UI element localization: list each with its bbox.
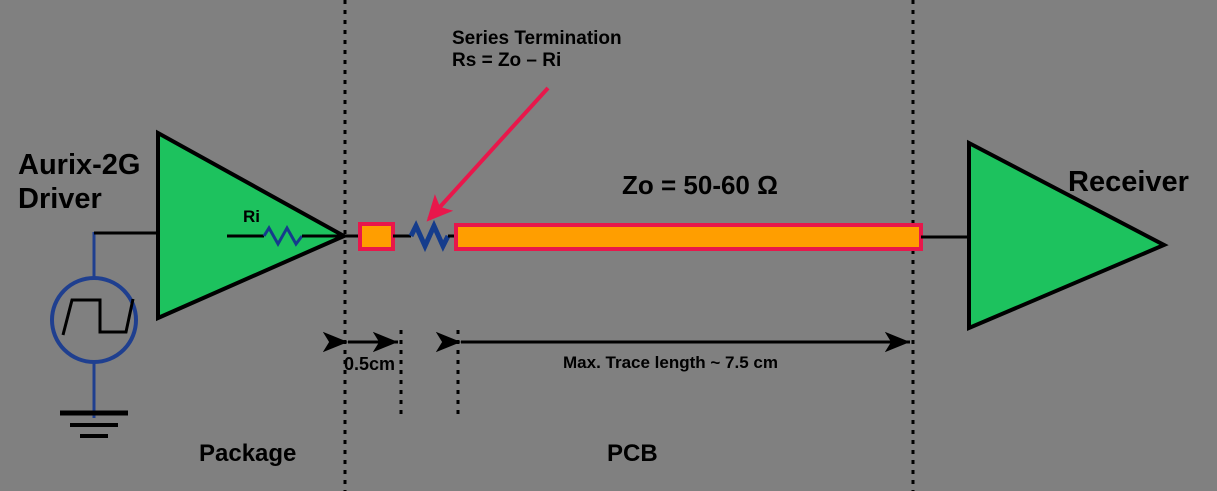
characteristic-impedance-label: Zo = 50-60 Ω [622, 170, 778, 200]
series-termination-label: Series Termination Rs = Zo – Ri [452, 28, 622, 72]
driver-label: Aurix-2G Driver [18, 149, 141, 216]
driver-buffer-triangle [156, 129, 349, 322]
internal-resistance-label: Ri [243, 207, 260, 226]
pcb-trace-bar [454, 223, 923, 251]
region-label-package: Package [199, 440, 297, 467]
receiver-label: Receiver [1068, 166, 1189, 198]
receiver-buffer-triangle [967, 139, 1169, 332]
pulse-source-circle [50, 276, 138, 364]
package-gap-dimension-label: 0.5cm [344, 354, 396, 374]
trace-length-dimension-label: Max. Trace length ~ 7.5 cm [563, 353, 778, 372]
series-resistor-zigzag [408, 219, 451, 253]
series-termination-callout-arrow [426, 86, 550, 222]
region-label-pcb: PCB [607, 440, 658, 467]
pcb-pad-rect [358, 222, 395, 251]
internal-resistor-zigzag [262, 224, 304, 248]
pulse-waveform-icon [61, 298, 135, 336]
